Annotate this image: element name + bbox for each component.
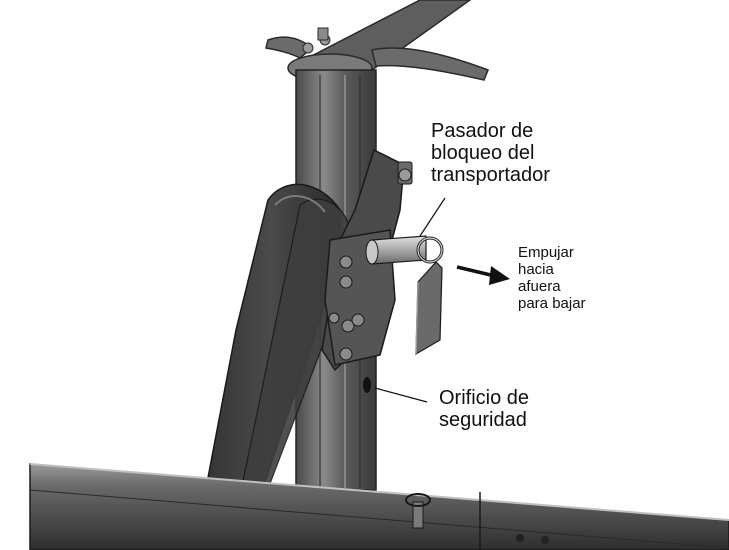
lock-pin-label: Pasador de bloqueo del transportador bbox=[431, 120, 550, 186]
push-out-label-line-3: afuera bbox=[518, 278, 561, 295]
safety-hole-label-line-2: seguridad bbox=[439, 409, 527, 431]
horizontal-frame-beam bbox=[29, 463, 729, 550]
push-out-label-line-4: para bajar bbox=[518, 295, 586, 312]
safety-hole bbox=[363, 377, 371, 393]
top-handle bbox=[265, 0, 489, 83]
lock-pin-label-line-3: transportador bbox=[431, 164, 550, 186]
safety-hole-leader-line bbox=[374, 387, 428, 403]
push-out-label-line-2: hacia bbox=[518, 261, 554, 278]
push-direction-arrow bbox=[456, 265, 510, 285]
lock-pin-label-line-2: bloqueo del bbox=[431, 142, 535, 164]
callouts bbox=[374, 197, 510, 403]
angled-support-arm bbox=[199, 183, 353, 521]
lock-pin-label-line-1: Pasador de bbox=[431, 120, 534, 142]
safety-hole-label-line-1: Orificio de bbox=[439, 387, 530, 409]
lock-pin-leader-line bbox=[419, 197, 446, 237]
push-out-label: Empujar hacia afuera para bajar bbox=[518, 244, 586, 312]
safety-hole-label: Orificio de seguridad bbox=[439, 387, 529, 431]
push-out-label-line-1: Empujar bbox=[518, 244, 574, 261]
transport-lock-pin bbox=[365, 235, 444, 356]
